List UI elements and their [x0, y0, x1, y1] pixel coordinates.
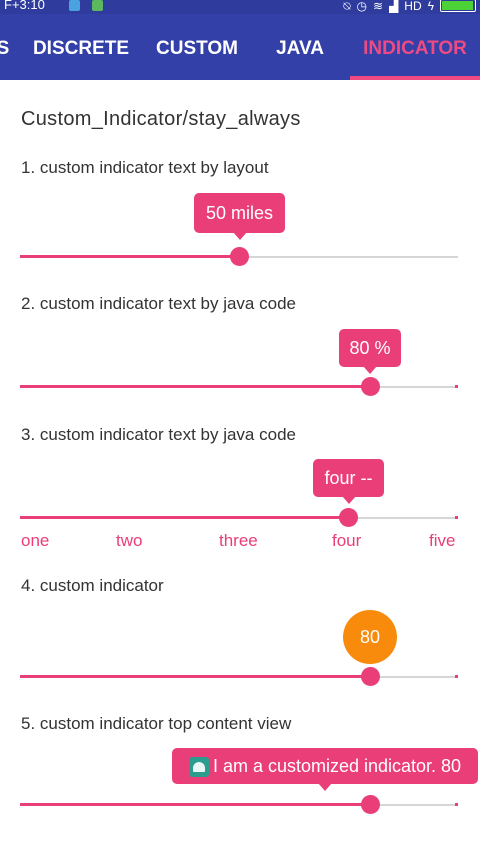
page-title: Custom_Indicator/stay_always — [21, 108, 301, 130]
tab-selection-indicator — [350, 76, 480, 80]
indicator-bubble-3: four -- — [313, 459, 384, 504]
indicator-bubble-2: 80 % — [339, 329, 401, 374]
android-icon — [188, 757, 209, 778]
seekbar-3-thumb[interactable] — [339, 508, 358, 527]
tab-discrete[interactable]: DISCRETE — [32, 38, 130, 59]
tick-label-five: five — [429, 531, 456, 550]
seekbar-4-progress — [20, 675, 370, 678]
seekbar-1[interactable] — [20, 246, 458, 268]
seekbar-5-progress — [20, 803, 370, 806]
section-5-label: 5. custom indicator top content view — [21, 714, 292, 733]
indicator-circle-4: 80 — [343, 610, 397, 664]
indicator-bubble-1: 50 miles — [194, 193, 285, 240]
indicator-bubble-5-text: I am a customized indicator. 80 — [212, 756, 462, 776]
tab-indicator[interactable]: INDICATOR — [363, 38, 467, 59]
section-3-label: 3. custom indicator text by java code — [21, 425, 296, 444]
tab-custom[interactable]: CUSTOM — [156, 38, 238, 59]
alarm-icon: ◷ — [356, 0, 367, 13]
signal-icon: ▟ — [389, 0, 399, 13]
tab-bar: S DISCRETE CUSTOM JAVA INDICATOR — [0, 14, 480, 80]
seekbar-2-thumb[interactable] — [361, 377, 380, 396]
indicator-bubble-5: I am a customized indicator. 80 — [172, 748, 478, 791]
seekbar-3-progress — [20, 516, 348, 519]
seekbar-1-progress — [20, 255, 239, 258]
wifi-icon: ≋ — [373, 0, 384, 13]
seekbar-1-thumb[interactable] — [230, 247, 249, 266]
tick-label-four: four — [332, 531, 362, 550]
seekbar-4-thumb[interactable] — [361, 667, 380, 686]
status-bar: F+3:10 ⍉ ◷ ≋ ▟ HD ϟ — [0, 0, 480, 14]
seekbar-2-progress — [20, 385, 370, 388]
notification-icon-2 — [92, 0, 103, 11]
seekbar-5-thumb[interactable] — [361, 795, 380, 814]
section-2-label: 2. custom indicator text by java code — [21, 294, 296, 313]
notification-icon-1 — [69, 0, 80, 11]
seekbar-4[interactable] — [20, 666, 458, 688]
seekbar-2[interactable] — [20, 376, 458, 398]
battery-icon — [440, 0, 476, 12]
status-icons: ⍉ ◷ ≋ ▟ HD ϟ — [343, 0, 476, 12]
tick-label-two: two — [116, 531, 143, 550]
charging-icon: ϟ — [427, 0, 434, 13]
tab-basic[interactable]: S — [0, 38, 10, 59]
section-4-label: 4. custom indicator — [21, 576, 164, 595]
tick-label-three: three — [219, 531, 258, 550]
tick-label-one: one — [21, 531, 50, 550]
network-type: HD — [404, 0, 422, 13]
tab-java[interactable]: JAVA — [276, 38, 324, 59]
mute-icon: ⍉ — [343, 0, 351, 13]
seekbar-5[interactable] — [20, 794, 458, 816]
status-time: F+3:10 — [4, 0, 45, 12]
section-1-label: 1. custom indicator text by layout — [21, 158, 269, 177]
seekbar-3[interactable] — [20, 507, 458, 529]
